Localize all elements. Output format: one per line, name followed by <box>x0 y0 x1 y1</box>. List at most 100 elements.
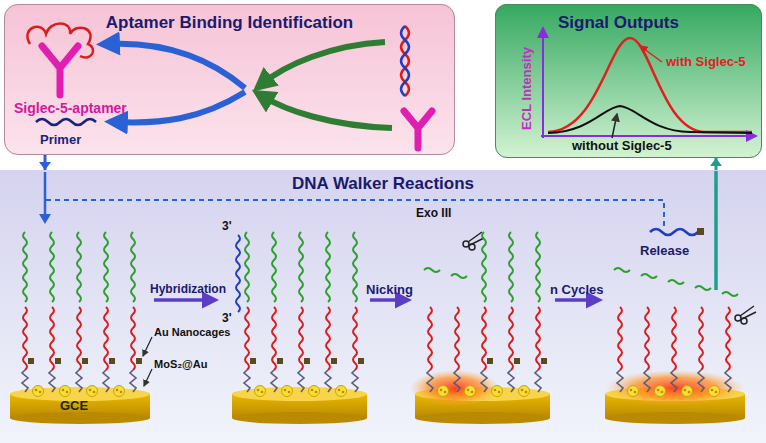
linker <box>325 370 331 392</box>
nanocage <box>514 358 520 364</box>
green-fragment <box>614 268 630 272</box>
mos2-au-particle <box>336 386 347 397</box>
step-label: n Cycles <box>550 283 603 298</box>
illustration-shape <box>42 46 78 95</box>
pink-ground <box>4 4 455 155</box>
au-dot <box>661 391 664 394</box>
aptamer-label: Siglec-5-aptamer <box>14 100 127 116</box>
red-strand <box>104 307 108 370</box>
stage-arrow <box>555 298 596 302</box>
red-strand <box>326 307 330 370</box>
linker <box>103 370 109 392</box>
green-strand <box>536 232 540 302</box>
output-stem <box>714 171 718 290</box>
ecl-glow <box>605 370 745 406</box>
green-arrow <box>262 42 385 84</box>
au-dot <box>288 391 291 394</box>
red-peak <box>548 38 752 132</box>
curve-label: with Siglec-5 <box>666 55 745 70</box>
electrode-top <box>232 387 367 401</box>
mos2-au-particle <box>33 386 44 397</box>
green-strand <box>353 232 357 302</box>
linker <box>617 370 623 392</box>
red-strand <box>482 307 486 370</box>
nanocage <box>55 358 61 364</box>
primer-strand <box>36 119 96 125</box>
green-strand <box>23 232 27 302</box>
au-dot <box>630 389 633 392</box>
arrow-head <box>39 214 51 224</box>
au-dot <box>89 389 92 392</box>
red-strand <box>699 307 703 370</box>
red-strand <box>618 307 622 370</box>
green-strand <box>326 232 330 302</box>
scissors <box>735 306 756 324</box>
green-strand <box>245 232 249 302</box>
green-fragment <box>424 268 440 272</box>
primer-strand <box>236 235 240 312</box>
green-strand <box>509 232 513 302</box>
green-fragment <box>722 292 738 296</box>
stage-arrow <box>370 298 405 302</box>
illustration-shape <box>469 244 475 250</box>
arrow-head <box>710 158 722 166</box>
linker <box>698 370 704 392</box>
part-label: MoS₂@Au <box>154 358 208 371</box>
au-dot <box>715 391 718 394</box>
nanocage <box>109 358 115 364</box>
mos2-au-particle <box>60 386 71 397</box>
mos2-au-particle <box>655 386 666 397</box>
mos2-au-particle <box>519 386 530 397</box>
green-strand <box>104 232 108 302</box>
leader <box>612 114 617 138</box>
nanocage <box>358 358 364 364</box>
green-fragment <box>641 274 657 278</box>
step-label: Release <box>640 244 689 259</box>
mos2-au-particle <box>438 386 449 397</box>
au-dot <box>711 389 714 392</box>
red-strand <box>455 307 459 370</box>
red-strand <box>131 307 135 370</box>
green-fragment <box>695 286 711 290</box>
au-dot <box>444 391 447 394</box>
au-dot <box>342 391 345 394</box>
red-strand <box>726 307 730 370</box>
red-strand <box>245 307 249 370</box>
au-dot <box>494 389 497 392</box>
bottom-ground <box>0 170 766 443</box>
strand-end-label: 3' <box>222 220 232 234</box>
red-strand <box>672 307 676 370</box>
illustration-shape <box>27 24 93 58</box>
linker <box>644 370 650 392</box>
red-strand <box>299 307 303 370</box>
stage-arrow <box>154 298 212 302</box>
mos2-au-particle <box>492 386 503 397</box>
au-dot <box>440 389 443 392</box>
dsdna-blue <box>401 26 409 96</box>
nanocage <box>136 358 142 364</box>
red-strand <box>50 307 54 370</box>
red-strand <box>645 307 649 370</box>
nanocage <box>250 358 256 364</box>
linker <box>22 370 28 392</box>
au-dot <box>315 391 318 394</box>
y-axis <box>542 32 544 138</box>
red-strand <box>536 307 540 370</box>
nanocage <box>82 358 88 364</box>
mos2-au-particle <box>709 386 720 397</box>
linker <box>49 370 55 392</box>
au-dot <box>525 391 528 394</box>
strand-end-label: 3' <box>222 312 232 326</box>
green-strand <box>50 232 54 302</box>
green-fragment <box>668 280 684 284</box>
scissors <box>463 232 484 250</box>
arrow-head <box>39 162 51 170</box>
panel-title: Signal Outputs <box>558 13 761 33</box>
curve-label: without Siglec-5 <box>572 139 672 154</box>
mos2-au-particle <box>87 386 98 397</box>
dsdna-red <box>401 26 409 96</box>
au-dot <box>62 389 65 392</box>
linker <box>271 370 277 392</box>
red-strand <box>509 307 513 370</box>
